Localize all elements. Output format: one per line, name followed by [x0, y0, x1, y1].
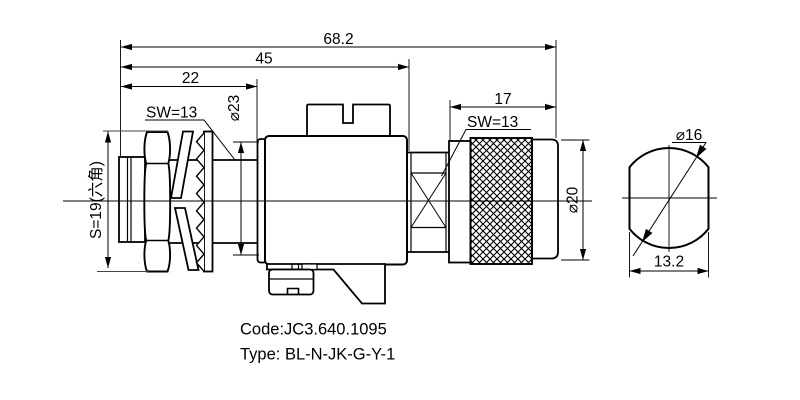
gasket-cross	[410, 172, 447, 228]
wrench-size-left-label: SW=13	[146, 105, 197, 122]
body-length-label: 45	[255, 51, 272, 68]
s19-ext-lines	[97, 130, 168, 272]
spring-washer-top	[169, 130, 195, 199]
bracket-slot-lines	[291, 264, 300, 270]
coupling-hex-band	[448, 140, 472, 264]
sw-left-leader	[145, 119, 236, 161]
hex-across-flats-label: S=19(六角)	[87, 161, 105, 239]
rear-length-label: 22	[182, 70, 199, 87]
jack-interface-grooves	[126, 157, 132, 242]
spring-washer-bottom	[173, 207, 200, 271]
coupling-length-label: 17	[494, 91, 511, 108]
gasket-box	[411, 172, 446, 229]
bottom-bracket	[266, 263, 386, 305]
connector-body	[264, 135, 408, 266]
sw-right-leader	[441, 129, 531, 177]
plug-diameter-label: ⌀16	[676, 127, 703, 144]
lock-washer-teeth	[195, 132, 205, 272]
hex-nut	[143, 131, 172, 273]
clamp-screw-head	[268, 268, 315, 296]
across-flats-label: 13.2	[654, 254, 684, 271]
clamp-screw-slot	[286, 287, 300, 295]
labels: 68.2 45 22 17 SW=13 SW=13 S=19(六角) ⌀23 ⌀…	[87, 31, 702, 364]
front-shaft	[407, 151, 449, 253]
jack-interface-body	[118, 156, 146, 243]
top-tab	[306, 103, 391, 137]
coupling-diameter-label: ⌀20	[565, 186, 582, 213]
type-line: Type: BL-N-JK-G-Y-1	[240, 346, 395, 364]
code-line: Code:JC3.640.1095	[240, 321, 387, 339]
dia23-ext-lines	[233, 141, 259, 256]
washer-diameter-label: ⌀23	[226, 95, 243, 122]
hex-nut-facet-lines	[146, 162, 169, 242]
coupling-end-cap	[531, 138, 559, 260]
front-shaft-steps	[410, 152, 447, 252]
dimensions	[97, 40, 590, 272]
end-view-centerlines	[622, 145, 717, 252]
wrench-size-right-label: SW=13	[467, 114, 518, 131]
end-view	[622, 142, 717, 278]
main-view	[63, 103, 592, 305]
overall-length-label: 68.2	[323, 31, 353, 48]
